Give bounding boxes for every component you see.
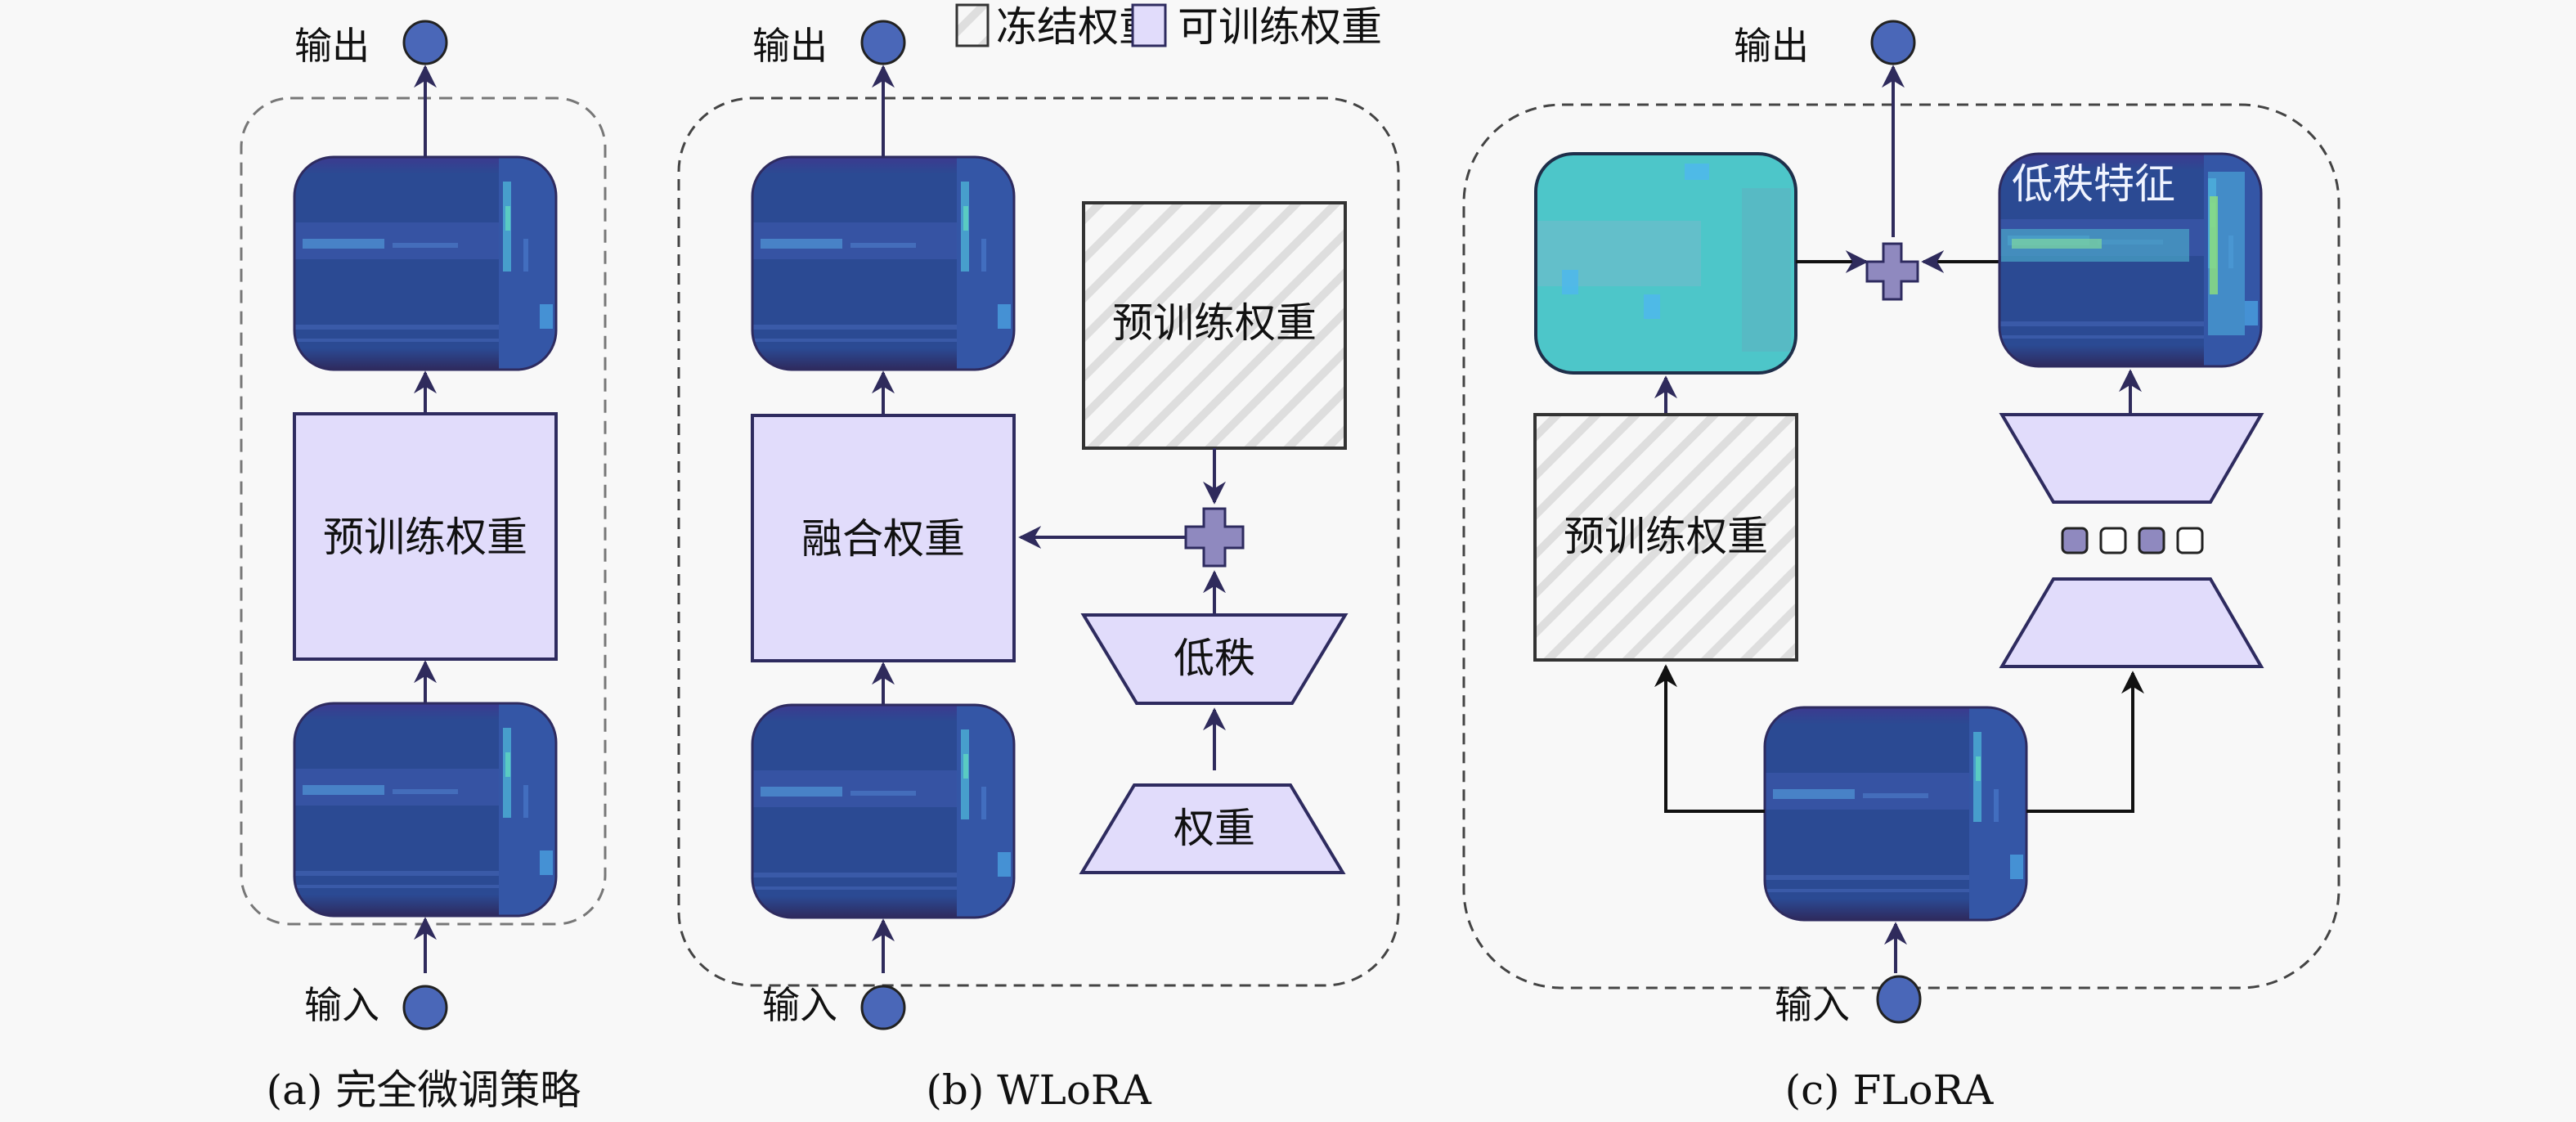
panel-b-lowrank-label: 低秩 [1174,635,1255,682]
panel-c-lowrank-feature-label: 低秩特征 [2012,160,2175,208]
panel-c-lower-projection-block [1999,577,2264,668]
panel-c-arrow-input-to-lowrank [2026,671,2144,813]
panel-b-input-label: 输入 [762,983,837,1027]
panel-c-flora: 输出 低秩特征 预训练权重 [1462,20,2340,1114]
mask-square-inactive [2099,527,2127,554]
panel-b-input-featuremap [752,705,1014,918]
panel-b-plus-icon [1184,507,1245,568]
panel-c-lowrank-featuremap: 低秩特征 [1999,154,2261,366]
panel-c-output-node [1870,20,1916,65]
panel-b-lowrank-block [1080,613,1349,705]
panel-b-wlora: 输出 融合权重 输入 预训练权重 低秩 权重 (b) WLoRA [677,20,1400,1114]
panel-a-caption: (a) 完全微调策略 [267,1066,581,1114]
legend-trainable-label: 可训练权重 [1178,3,1382,51]
panel-a-output-label: 输出 [294,24,370,68]
mask-square-active [2138,527,2165,554]
panel-b-input-node [860,985,906,1030]
panel-b-pretrained-weight-label: 预训练权重 [1112,299,1317,347]
panel-c-arrow-input-to-pretrained [1654,664,1765,813]
panel-a-input-node [402,985,448,1030]
legend-trainable-swatch [1131,3,1167,47]
panel-b-caption: (b) WLoRA [926,1066,1151,1114]
mask-square-inactive [2176,527,2204,554]
panel-b-fused-weight-label: 融合权重 [801,515,965,563]
panel-c-upper-projection-block [1999,413,2264,504]
panel-b-fused-weight-block [751,414,1016,662]
panel-b-output-label: 输出 [752,24,828,68]
panel-b-output-featuremap [752,157,1014,370]
panel-c-plus-icon [1865,242,1919,301]
legend-frozen-swatch [955,3,990,47]
panel-c-input-node [1876,975,1922,1024]
panel-c-pretrained-weight-block [1533,413,1798,662]
legend: 冻结权重 可训练权重 [955,3,1382,51]
panel-a-full-finetune: 输出 预训练权重 输入 (a) 完全微调策略 [240,20,607,1114]
panel-b-weight-label: 权重 [1174,805,1255,852]
panel-a-pretrained-weight-label: 预训练权重 [323,514,527,561]
panel-c-rank-mask [2061,527,2204,554]
panel-b-weight-block [1079,783,1346,874]
panel-a-input-featuremap [294,703,556,916]
panel-a-pretrained-weight-block [293,412,558,661]
panel-c-pretrained-featuremap [1534,152,1797,375]
panel-c-output-label: 输出 [1734,24,1809,68]
panel-a-output-featuremap [294,157,556,370]
panel-b-output-node [860,20,906,65]
mask-square-active [2061,527,2089,554]
panel-b-pretrained-weight-block [1082,201,1347,450]
panel-b-boundary [677,96,1400,987]
panel-c-input-featuremap [1765,707,2026,920]
panel-c-caption: (c) FLoRA [1785,1066,1995,1114]
panel-c-input-label: 输入 [1775,983,1850,1027]
panel-a-output-node [402,20,448,65]
panel-c-pretrained-weight-label: 预训练权重 [1564,513,1768,560]
panel-a-input-label: 输入 [304,983,379,1027]
